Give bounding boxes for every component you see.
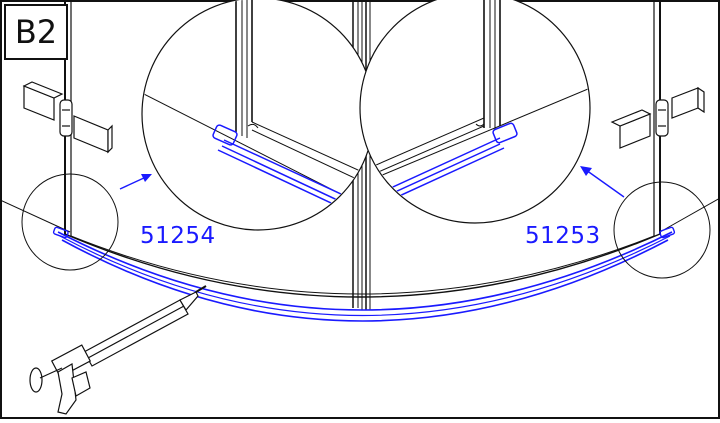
arrow-left-icon (119, 174, 152, 190)
part-number-right: 51253 (525, 223, 601, 249)
magnifier-left (141, 0, 375, 231)
bottom-seal (52, 226, 676, 322)
part-number-left: 51254 (140, 223, 216, 249)
floor-line-right (659, 197, 720, 233)
magnifier-right (359, 0, 591, 224)
arrow-right-icon (580, 166, 625, 198)
silicone-gun-icon (29, 285, 207, 415)
step-label: B2 (4, 4, 68, 60)
detail-circle-left (21, 173, 119, 271)
hinge-right-icon (610, 86, 705, 149)
floor-line-left (0, 199, 71, 233)
hinge-left-icon (22, 81, 113, 154)
detail-circle-right (613, 181, 711, 279)
